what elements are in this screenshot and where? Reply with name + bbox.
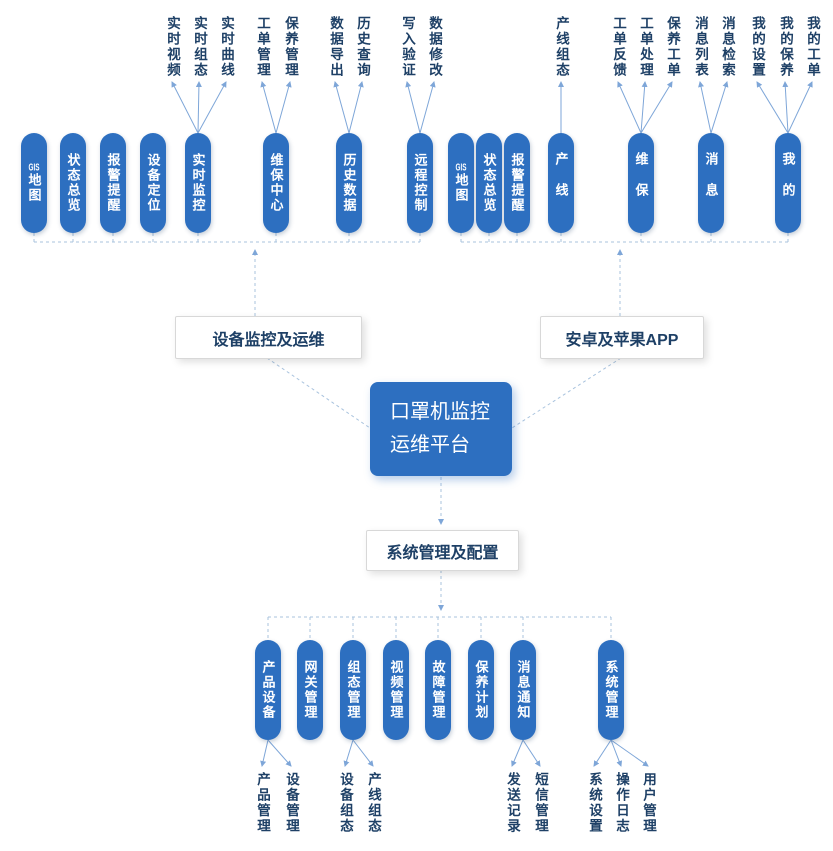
- device-pill: 维保中心: [263, 133, 289, 233]
- device-pill: 历史数据: [336, 133, 362, 233]
- system-pill: 系统管理: [598, 640, 624, 740]
- feature-label: 工单处理: [638, 16, 653, 78]
- device-pill: 设备定位: [140, 133, 166, 233]
- feature-label: 设备组态: [338, 772, 353, 834]
- feature-label: 实时组态: [192, 16, 207, 78]
- feature-label: 发送记录: [505, 772, 520, 834]
- system-pill: 视频管理: [383, 640, 409, 740]
- feature-label: 保养工单: [665, 16, 680, 78]
- app-pill: 报警提醒: [504, 133, 530, 233]
- device-pill: 远程控制: [407, 133, 433, 233]
- feature-label: 消息检索: [720, 16, 735, 78]
- app-pill: 状态总览: [476, 133, 502, 233]
- feature-label: 操作日志: [614, 772, 629, 834]
- branch-box-app: 安卓及苹果APP: [540, 316, 704, 359]
- branch-box-device: 设备监控及运维: [175, 316, 362, 359]
- feature-label: 工单反馈: [611, 16, 626, 78]
- feature-label: 实时视频: [165, 16, 180, 78]
- system-pill: 消息通知: [510, 640, 536, 740]
- feature-label: 产品管理: [255, 772, 270, 834]
- system-pill: 组态管理: [340, 640, 366, 740]
- app-pill: 维保: [628, 133, 654, 233]
- feature-label: 工单管理: [255, 16, 270, 78]
- feature-label: 我的设置: [750, 16, 765, 78]
- feature-label: 数据导出: [328, 16, 343, 78]
- feature-label: 数据修改: [427, 16, 442, 78]
- app-pill: 产线: [548, 133, 574, 233]
- device-pill: 实时监控: [185, 133, 211, 233]
- feature-label: 系统设置: [587, 772, 602, 834]
- feature-label: 消息列表: [693, 16, 708, 78]
- feature-label: 产线组态: [554, 16, 569, 78]
- feature-label: 我的工单: [805, 16, 820, 78]
- system-pill: 网关管理: [297, 640, 323, 740]
- system-pill: 故障管理: [425, 640, 451, 740]
- feature-label: 保养管理: [283, 16, 298, 78]
- feature-label: 产线组态: [366, 772, 381, 834]
- system-pill: 保养计划: [468, 640, 494, 740]
- center-title-line2: 运维平台: [390, 434, 470, 456]
- feature-label: 实时曲线: [219, 16, 234, 78]
- branch-box-system: 系统管理及配置: [366, 530, 519, 571]
- app-pill: 我的: [775, 133, 801, 233]
- device-pill: 报警提醒: [100, 133, 126, 233]
- center-title-box: 口罩机监控 运维平台: [370, 382, 512, 476]
- feature-label: 我的保养: [778, 16, 793, 78]
- feature-label: 设备管理: [284, 772, 299, 834]
- device-pill: 状态总览: [60, 133, 86, 233]
- app-pill: 消息: [698, 133, 724, 233]
- feature-label: 写入验证: [400, 16, 415, 78]
- system-pill: 产品设备: [255, 640, 281, 740]
- center-title-line1: 口罩机监控: [390, 401, 490, 423]
- feature-label: 用户管理: [641, 772, 656, 834]
- feature-label: 短信管理: [533, 772, 548, 834]
- feature-label: 历史查询: [355, 16, 370, 78]
